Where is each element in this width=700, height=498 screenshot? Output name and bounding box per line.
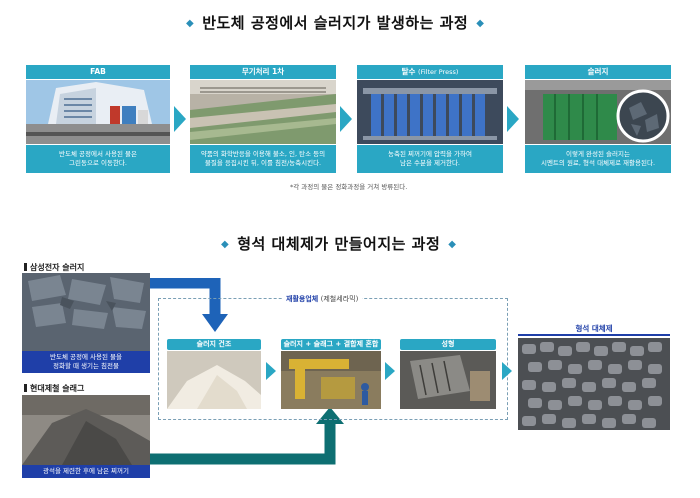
title-dot-right: ◆ [476,18,485,29]
mixing-image [281,351,381,409]
step-mixing: 슬러지 + 슬래그 + 결합제 혼합 [281,339,381,350]
arrow-right-icon [266,362,276,380]
card-description: 약품의 화학반응을 이용해 불소, 인, 탄소 등의 물질을 응집시킨 뒤, 이… [190,145,336,173]
source2-label: 현대제철 슬래그 [24,383,84,394]
arrow-right-icon [385,362,395,380]
process-card-sludge: 슬러지 이렇게 완성된 슬러지는 시멘트의 원료, 형석 대체제로 재활용된다. [525,65,671,173]
card-header: 무기처리 1차 [190,65,336,79]
sludge-container-image [525,80,671,144]
source1-label: 삼성전자 슬러지 [24,262,84,273]
section2-title: ◆형석 대체제가 만들어지는 과정◆ [221,235,457,253]
recycler-label: 재활용업체 (제철세라믹) [282,294,363,304]
card-description: 반도체 공정에서 사용된 물은 그린동으로 이동한다. [26,145,170,173]
footnote: *각 과정의 물은 정화과정을 거쳐 방류된다. [290,183,408,191]
title-dot-right: ◆ [448,239,457,250]
card-header: 슬러지 [525,65,671,79]
molding-image [400,351,496,409]
samsung-sludge-image [22,273,150,351]
card-header: 탈수 (Filter Press) [357,65,503,79]
arrow-right-icon [174,106,186,132]
result-header: 형석 대체제 [518,323,670,336]
process-card-inorganic: 무기처리 1차 약품의 화학반응을 이용해 불소, 인, 탄소 등의 물질을 응… [190,65,336,173]
card-header: FAB [26,65,170,79]
title-dot-left: ◆ [221,239,230,250]
arrow-right-icon [507,106,519,132]
filter-press-image [357,80,503,144]
arrow-right-icon [340,106,352,132]
card-description: 농축된 찌꺼기에 압력을 가하여 남은 수분을 제거한다. [357,145,503,173]
step-molding: 성형 [400,339,496,350]
fluorspar-substitute-image [518,338,670,430]
step-sludge-drying: 슬러지 건조 [167,339,261,350]
card-description: 이렇게 완성된 슬러지는 시멘트의 원료, 형석 대체제로 재활용된다. [525,145,671,173]
drying-image [167,351,261,409]
treatment-tank-image [190,80,336,144]
process-card-fab: FAB 반도체 공정에서 사용된 물은 그린동으로 이동한다. [26,65,170,173]
source2-description: 광석을 제련한 후에 남은 찌꺼기 [22,465,150,478]
arrow-right-icon [502,362,512,380]
fab-building-image [26,80,170,144]
section1-title: ◆반도체 공정에서 슬러지가 발생하는 과정◆ [186,14,485,32]
process-card-dewatering: 탈수 (Filter Press) 농축된 찌꺼기에 압력을 가하여 남은 수분… [357,65,503,173]
source1-description: 반도체 공정에 사용된 물을 정화할 때 생기는 침전물 [22,351,150,373]
title-dot-left: ◆ [186,18,195,29]
flow-arrow-icon [150,278,228,332]
hyundai-slag-image [22,395,150,465]
